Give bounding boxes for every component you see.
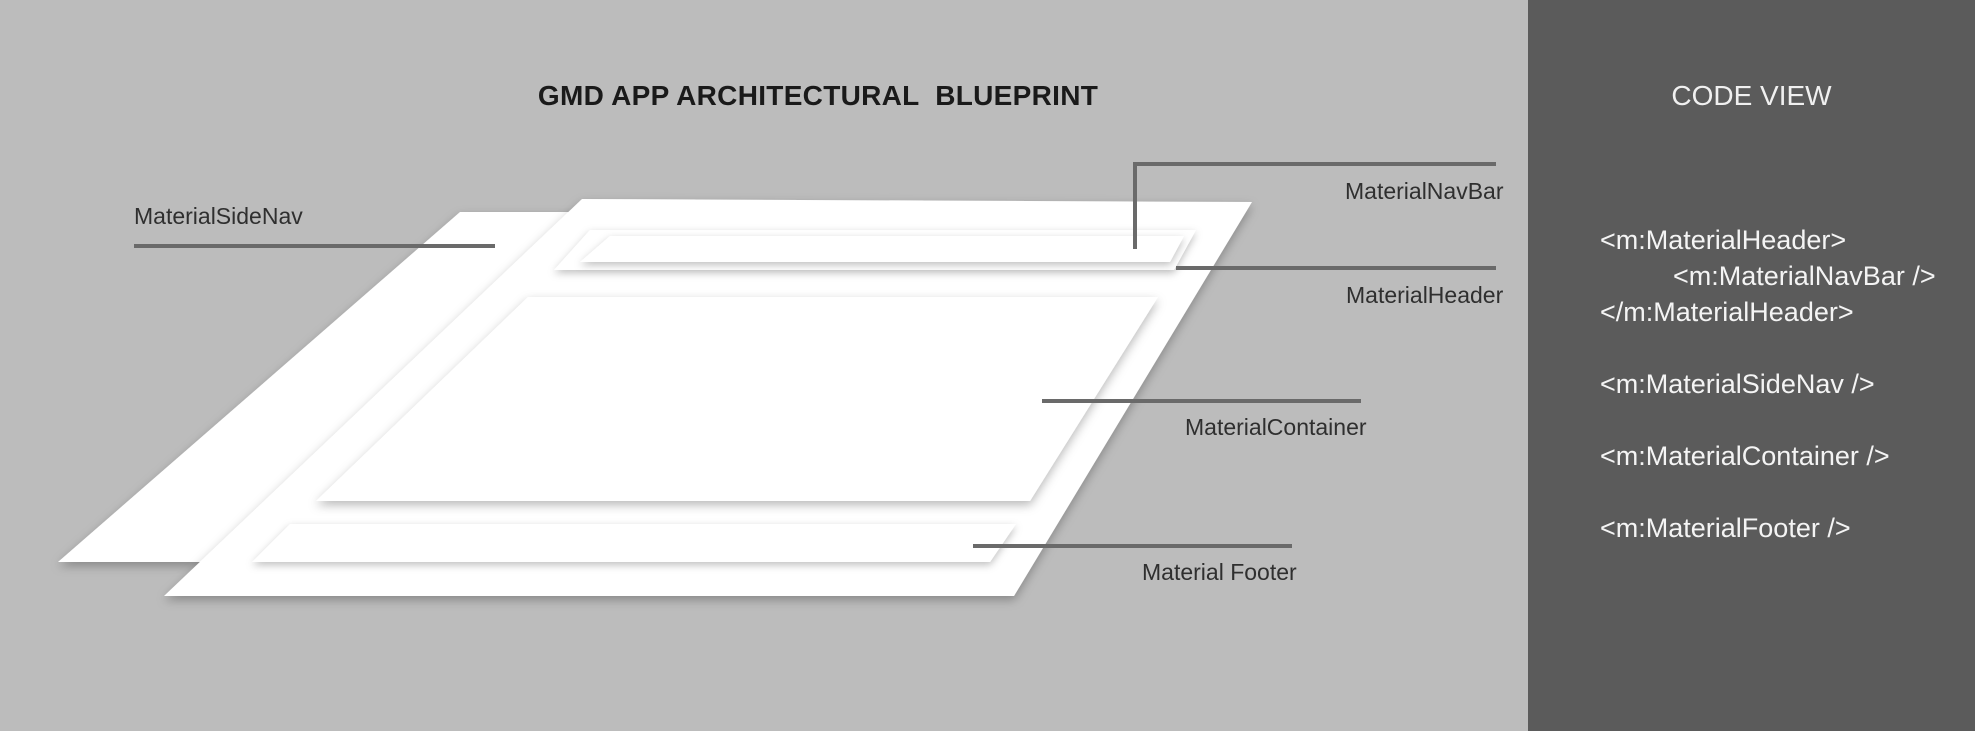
label-footer: Material Footer xyxy=(1142,559,1297,585)
code-block: <m:MaterialHeader> <m:MaterialNavBar /> … xyxy=(1600,222,1936,546)
code-view-panel: CODE VIEW <m:MaterialHeader> <m:Material… xyxy=(1528,0,1975,731)
code-view-title: CODE VIEW xyxy=(1671,80,1832,111)
label-container: MaterialContainer xyxy=(1185,414,1367,440)
code-spacer xyxy=(1600,474,1936,510)
footer-layer xyxy=(252,524,1016,562)
code-line-footer: <m:MaterialFooter /> xyxy=(1600,513,1851,543)
label-nav-bar: MaterialNavBar xyxy=(1345,178,1504,204)
navbar-leader xyxy=(1133,162,1496,249)
navbar-layer xyxy=(580,236,1184,262)
blueprint-diagram xyxy=(58,162,1496,596)
code-line-side-nav: <m:MaterialSideNav /> xyxy=(1600,369,1875,399)
code-line-header-close: </m:MaterialHeader> xyxy=(1600,297,1854,327)
sidenav-layer xyxy=(58,212,590,562)
code-line-container: <m:MaterialContainer /> xyxy=(1600,441,1890,471)
code-line-nav-bar: <m:MaterialNavBar /> xyxy=(1673,261,1936,291)
container-layer xyxy=(316,297,1158,501)
code-spacer xyxy=(1600,330,1936,366)
code-line-header-open: <m:MaterialHeader> xyxy=(1600,225,1847,255)
label-header: MaterialHeader xyxy=(1346,282,1504,308)
code-spacer xyxy=(1600,402,1936,438)
diagram-title: GMD APP ARCHITECTURAL BLUEPRINT xyxy=(537,80,1099,111)
label-side-nav: MaterialSideNav xyxy=(134,203,303,229)
